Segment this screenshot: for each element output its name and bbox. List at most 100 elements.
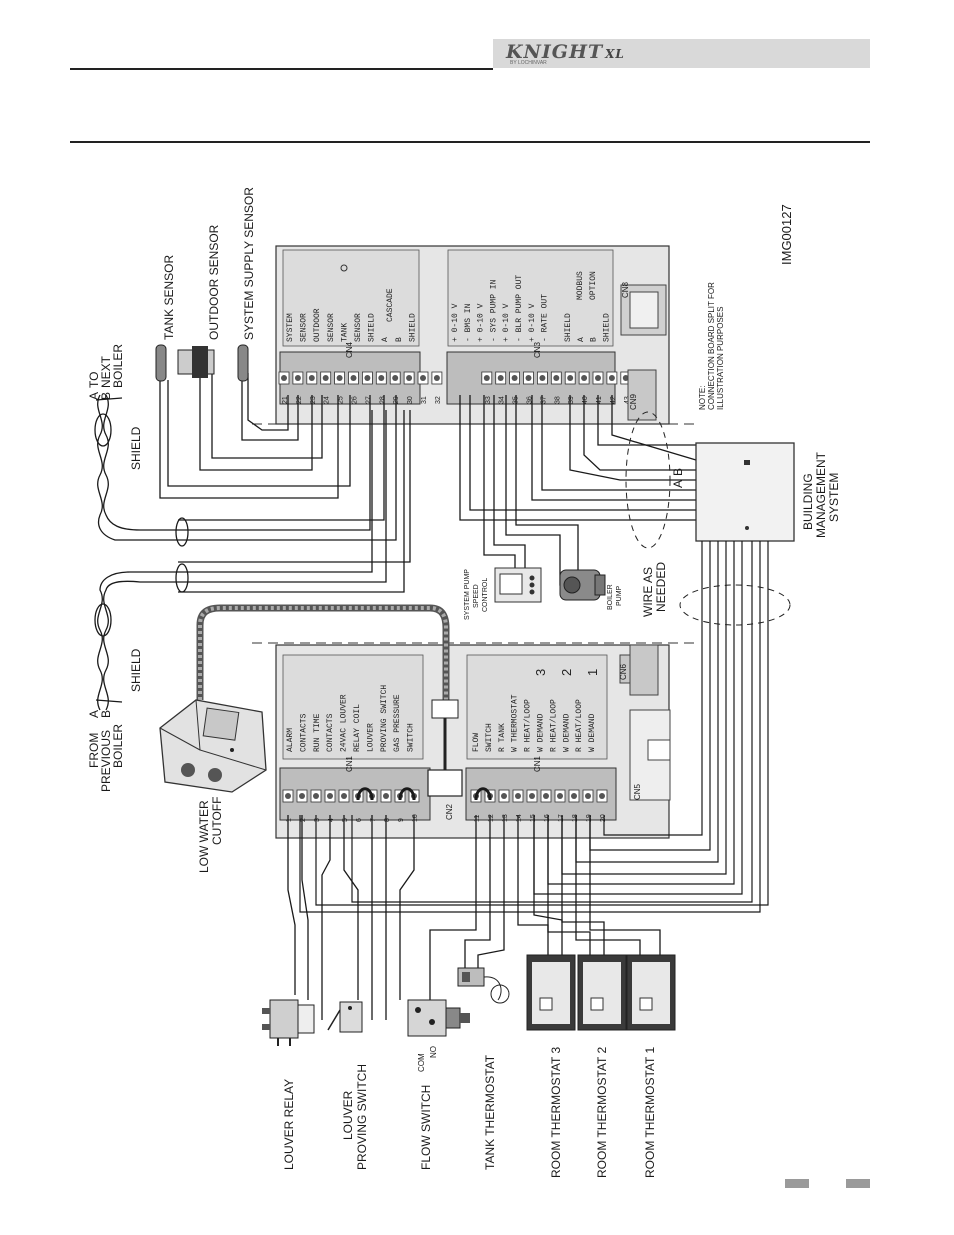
terminal-function-label: LOUVER bbox=[366, 723, 375, 752]
image-id-label: IMG00127 bbox=[779, 204, 794, 265]
wire-as-needed-line-2: NEEDED bbox=[654, 562, 668, 612]
cn6-label: CN6 bbox=[619, 663, 628, 680]
terminal-function-label: RUN TIME bbox=[313, 713, 322, 752]
wire-as-needed-line-1: WIRE AS bbox=[641, 567, 655, 617]
terminal-number: 32 bbox=[435, 396, 442, 404]
terminal-number: 8 bbox=[384, 818, 391, 822]
terminal-function-label: W THERMOSTAT bbox=[511, 694, 520, 752]
terminal-function-label: PROVING SWITCH bbox=[380, 685, 389, 752]
brand-tagline: BY LOCHINVAR bbox=[510, 60, 547, 66]
low-water-cutoff-cable bbox=[196, 604, 459, 770]
terminal-number: 37 bbox=[540, 396, 547, 404]
system-pump-speed-control-line-3: CONTROL bbox=[482, 578, 489, 612]
system-pump-speed-control-line-1: SYSTEM PUMP bbox=[464, 569, 471, 620]
terminal-function-label: B bbox=[395, 337, 404, 342]
terminal-number: 14 bbox=[516, 814, 523, 822]
terminal-function-label: + 0-10 V bbox=[477, 303, 486, 342]
terminal-screw-head bbox=[511, 375, 518, 381]
no-label: NO bbox=[429, 1046, 438, 1058]
tank-sensor-label: TANK SENSOR bbox=[162, 255, 176, 340]
to-next-boiler-line-1: TO bbox=[87, 372, 101, 388]
bms-b-label: B bbox=[671, 468, 685, 476]
to-next-boiler-line-3: BOILER bbox=[111, 344, 125, 388]
terminal-screw-head bbox=[501, 793, 507, 799]
heat-loop-number: 2 bbox=[559, 669, 574, 676]
from-previous-boiler-line-1: FROM bbox=[87, 733, 101, 768]
terminal-function-label: + 0-10 V bbox=[451, 303, 460, 342]
terminal-number: 30 bbox=[407, 396, 414, 404]
terminal-function-label: - BMS IN bbox=[464, 303, 473, 342]
cn8-label: CN8 bbox=[621, 281, 630, 298]
louver-proving-switch-device bbox=[327, 1001, 363, 1033]
terminal-function-label: R HEAT/LOOP bbox=[524, 699, 533, 752]
louver-proving-switch-line-1: LOUVER bbox=[341, 1090, 355, 1140]
terminal-number: 38 bbox=[554, 396, 561, 404]
terminal-function-label: W DEMAND bbox=[537, 713, 546, 752]
terminal-function-label: SHIELD bbox=[408, 313, 417, 342]
terminal-screw-head bbox=[608, 375, 615, 381]
room-thermostats bbox=[526, 954, 676, 1031]
footer-tab-right bbox=[846, 1179, 870, 1188]
boiler-pump-line-2: PUMP bbox=[616, 585, 623, 606]
terminal-screw-head bbox=[497, 375, 504, 381]
shield-label-upper: SHIELD bbox=[129, 426, 143, 470]
terminal-screw-head bbox=[571, 793, 577, 799]
terminal-number: 34 bbox=[499, 396, 506, 404]
terminal-number: 26 bbox=[352, 396, 359, 404]
tank-thermostat-device bbox=[457, 967, 510, 1004]
terminal-function-label: W DEMAND bbox=[588, 713, 597, 752]
terminal-screw-head bbox=[294, 375, 301, 381]
terminal-number: 7 bbox=[370, 818, 377, 822]
terminal-screw-head bbox=[336, 375, 343, 381]
terminal-number: 31 bbox=[421, 396, 428, 404]
terminal-number: 11 bbox=[474, 815, 481, 822]
louver-relay-label: LOUVER RELAY bbox=[282, 1079, 296, 1170]
terminal-screw-head bbox=[515, 793, 521, 799]
wiring-upper bbox=[159, 373, 697, 593]
terminal-function-label: - SYS PUMP IN bbox=[489, 279, 498, 342]
brand-name: KNIGHT bbox=[506, 41, 604, 63]
terminal-function-label: SWITCH bbox=[407, 723, 416, 752]
terminal-function-label: SENSOR bbox=[327, 313, 336, 342]
terminal-screw-head bbox=[313, 793, 319, 799]
building-management-system-box bbox=[695, 442, 795, 542]
terminal-function-label: A bbox=[577, 337, 586, 342]
terminal-function-label: - BLR PUMP OUT bbox=[515, 275, 524, 342]
terminal-number: 9 bbox=[398, 818, 405, 822]
terminal-screw-head bbox=[581, 375, 588, 381]
cn4-label: CN4 bbox=[345, 341, 354, 358]
terminal-screw-head bbox=[529, 793, 535, 799]
terminal-number: 41 bbox=[596, 396, 603, 404]
system-pump-speed-control bbox=[494, 567, 542, 603]
terminal-number: 42 bbox=[610, 396, 617, 404]
terminal-function-label: + 0-10 V bbox=[528, 303, 537, 342]
terminal-function-label: ALARM bbox=[286, 728, 295, 752]
cn3-label: CN3 bbox=[533, 341, 542, 358]
terminal-screw-head bbox=[433, 375, 440, 381]
terminal-function-label: W DEMAND bbox=[562, 713, 571, 752]
terminal-screw-head bbox=[406, 375, 413, 381]
terminal-number: 27 bbox=[365, 396, 372, 404]
terminal-screw-head bbox=[483, 375, 490, 381]
header-rule-bottom bbox=[70, 141, 870, 143]
terminal-screw-head bbox=[420, 375, 426, 381]
terminal-screw-head bbox=[322, 375, 329, 381]
footer-tab-left bbox=[785, 1179, 809, 1188]
terminal-function-label: A bbox=[381, 337, 390, 342]
terminal-screw-head bbox=[525, 375, 532, 381]
terminal-screw-head bbox=[350, 375, 357, 381]
terminal-number: 39 bbox=[568, 396, 575, 404]
note-line-3: ILLUSTRATION PURPOSES bbox=[716, 307, 725, 410]
terminal-function-label: CONTACTS bbox=[299, 713, 308, 752]
terminal-function-label: 24VAC LOUVER bbox=[340, 694, 349, 752]
terminal-function-label: SHIELD bbox=[368, 313, 377, 342]
low-water-cutoff-device bbox=[159, 699, 267, 793]
heat-loop-number: 3 bbox=[533, 669, 548, 676]
terminal-number: 43 bbox=[624, 396, 631, 404]
terminal-screw-head bbox=[585, 793, 591, 799]
to-next-boiler-a: A bbox=[87, 392, 101, 400]
